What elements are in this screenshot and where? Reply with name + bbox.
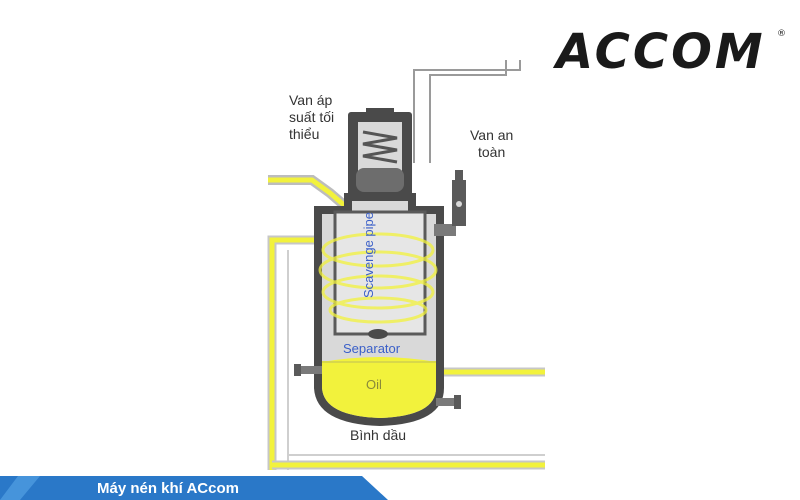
safety-valve-label: Van an toàn xyxy=(470,127,513,160)
oil-level-plug xyxy=(294,364,322,376)
label-line-3: thiểu xyxy=(289,126,319,142)
oil-return-line xyxy=(267,235,318,470)
outlet-pipe xyxy=(413,60,521,163)
accom-logo: ACCOM ® xyxy=(552,24,786,80)
registered-mark: ® xyxy=(777,29,786,39)
label-line-1: Van an xyxy=(470,127,513,143)
scavenge-pipe-label: Scavenge pipe xyxy=(361,212,376,298)
oil-label: Oil xyxy=(366,377,382,392)
label-line-2: suất tối xyxy=(289,109,334,125)
oil-mist-swirl xyxy=(318,232,438,324)
min-pressure-valve-label: Van áp suất tối thiểu xyxy=(289,92,334,142)
safety-valve xyxy=(434,170,466,236)
label-line-1: Van áp xyxy=(289,92,333,108)
separator-label: Separator xyxy=(343,341,401,356)
oil-outlet-line xyxy=(272,367,545,470)
label-line-2: toàn xyxy=(478,144,505,160)
logo-text: ACCOM xyxy=(552,24,766,80)
drain-valve xyxy=(436,395,461,409)
oil-tank-label: Bình dầu xyxy=(350,427,406,443)
footer-banner xyxy=(0,476,388,500)
footer-banner-label: Máy nén khí ACcom xyxy=(97,480,239,497)
separator-vessel xyxy=(314,193,444,427)
min-pressure-valve xyxy=(348,108,412,197)
